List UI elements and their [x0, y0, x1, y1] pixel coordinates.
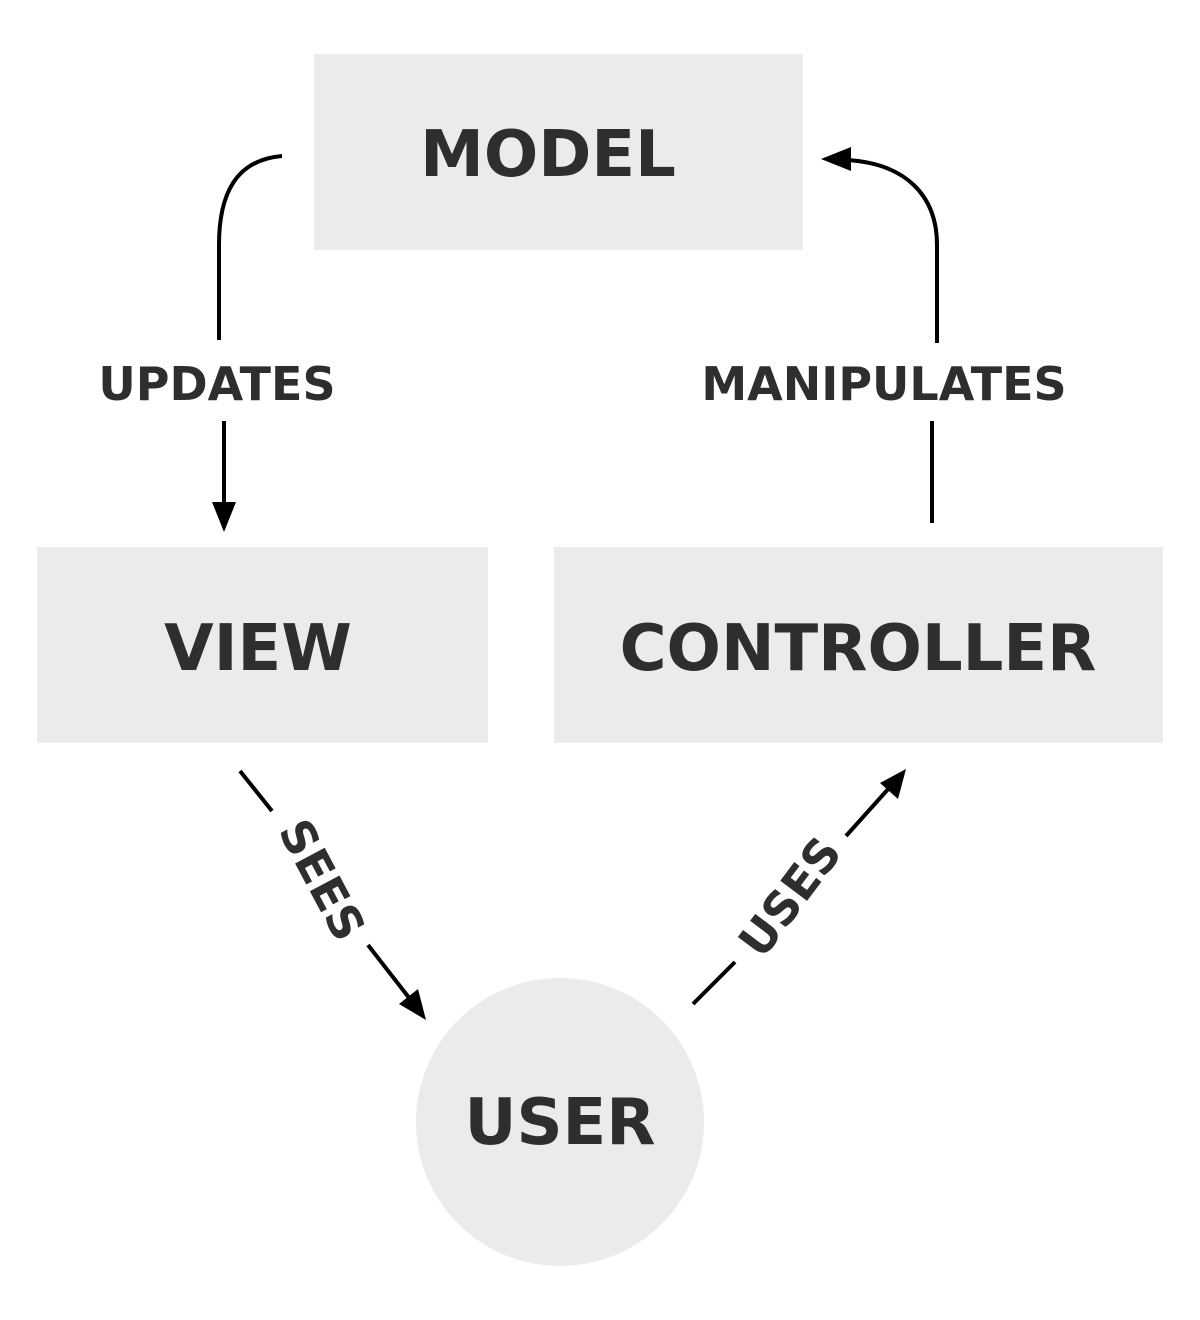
manipulates-line-top — [845, 158, 939, 343]
view-node: VIEW — [37, 547, 488, 743]
view-box — [37, 547, 488, 743]
updates-arrowhead — [212, 502, 236, 532]
uses-line-bottom — [691, 960, 737, 1006]
model-node: MODEL — [314, 54, 803, 250]
sees-arrowhead — [399, 989, 426, 1020]
uses-edge: USES — [691, 769, 906, 1006]
controller-box — [554, 547, 1163, 743]
uses-line-top — [844, 785, 892, 838]
user-label: USER — [464, 1086, 655, 1160]
updates-label: UPDATES — [98, 357, 335, 411]
manipulates-label: MANIPULATES — [701, 357, 1066, 411]
manipulates-edge: MANIPULATES — [701, 147, 1067, 523]
uses-arrowhead — [880, 769, 906, 799]
model-label: MODEL — [420, 118, 676, 192]
sees-label: SEES — [268, 810, 376, 949]
controller-node: CONTROLLER — [554, 547, 1163, 743]
uses-label: USES — [728, 827, 852, 967]
sees-edge: SEES — [238, 769, 426, 1020]
updates-line-top — [217, 154, 283, 340]
manipulates-arrowhead — [821, 147, 851, 171]
sees-line-bottom — [366, 943, 412, 1001]
user-node: USER — [416, 978, 704, 1266]
user-circle — [416, 978, 704, 1266]
updates-edge: UPDATES — [98, 154, 336, 532]
view-label: VIEW — [164, 612, 352, 686]
sees-line-top — [238, 769, 274, 813]
controller-label: CONTROLLER — [620, 612, 1097, 686]
model-box — [314, 54, 803, 250]
